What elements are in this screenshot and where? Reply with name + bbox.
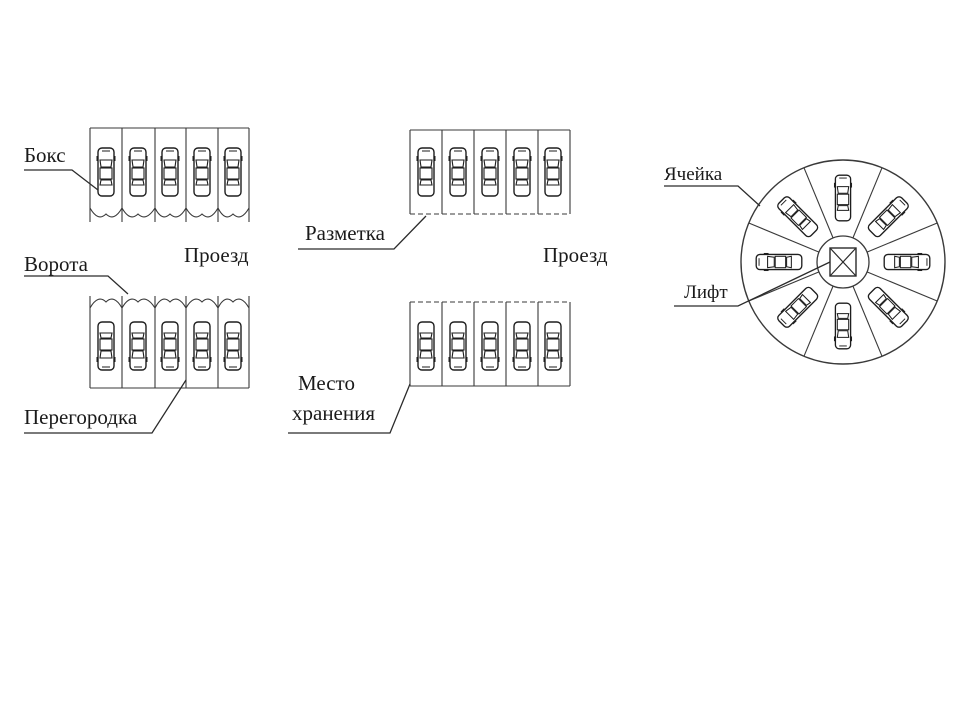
label-driveway-boxes: Проезд: [184, 243, 249, 267]
label-box: Бокс: [24, 143, 66, 167]
cell-divider: [852, 167, 883, 239]
lift-leader-line: [674, 261, 831, 307]
box-leader-line: [24, 169, 99, 191]
bottom-box-row: [89, 296, 250, 389]
car-icon: [542, 321, 564, 371]
car-icon: [883, 252, 931, 272]
label-lift: Лифт: [684, 282, 728, 303]
car-icon: [447, 321, 469, 371]
partition-leader-line: [24, 379, 187, 434]
cell-divider: [803, 167, 834, 239]
label-marking: Разметка: [305, 221, 386, 245]
top-marked-row: [409, 129, 571, 215]
cell-leader-line: [664, 185, 761, 207]
car-icon: [159, 321, 181, 371]
cell-divider: [803, 285, 834, 357]
car-icon: [511, 147, 533, 197]
car-icon: [222, 147, 244, 197]
boxes-diagram: Бокс Ворота Перегородка Проезд: [24, 127, 250, 434]
car-icon: [511, 321, 533, 371]
cell-divider: [852, 285, 883, 357]
car-icon: [415, 147, 437, 197]
car-icon: [479, 147, 501, 197]
car-icon: [774, 193, 821, 240]
gate-leader-line: [24, 275, 129, 295]
car-icon: [95, 321, 117, 371]
label-storage-line2: хранения: [292, 401, 375, 425]
car-icon: [833, 302, 853, 350]
label-gate: Ворота: [24, 252, 89, 276]
cell-divider: [748, 271, 820, 302]
cell-dividers: [748, 167, 938, 357]
label-storage-line1: Место: [298, 371, 355, 395]
car-icon: [447, 147, 469, 197]
car-icon: [833, 174, 853, 222]
car-icon: [865, 193, 912, 240]
car-icon: [479, 321, 501, 371]
cell-divider: [866, 271, 938, 302]
cell-divider: [866, 222, 938, 253]
top-box-row: [89, 127, 250, 222]
marked-parking-diagram: Разметка Место хранения Проезд: [288, 129, 608, 434]
car-icon: [865, 284, 912, 331]
car-icon: [127, 147, 149, 197]
car-icon: [542, 147, 564, 197]
label-cell: Ячейка: [664, 164, 723, 185]
rotary-outer-circle: [740, 159, 946, 365]
label-driveway-marked: Проезд: [543, 243, 608, 267]
car-icon: [755, 252, 803, 272]
car-icon: [159, 147, 181, 197]
lift-icon: [829, 247, 857, 277]
car-icon: [415, 321, 437, 371]
car-icon: [127, 321, 149, 371]
car-icon: [191, 147, 213, 197]
marking-leader-line: [298, 215, 427, 250]
cell-divider: [748, 222, 820, 253]
bottom-marked-row: [409, 301, 571, 387]
label-partition: Перегородка: [24, 405, 138, 429]
rotary-parking-diagram: Ячейка Лифт: [664, 159, 946, 365]
car-icon: [774, 284, 821, 331]
car-icon: [222, 321, 244, 371]
car-icon: [95, 147, 117, 197]
car-icon: [191, 321, 213, 371]
storage-leader-line: [288, 383, 411, 434]
rotary-inner-circle: [816, 235, 870, 289]
